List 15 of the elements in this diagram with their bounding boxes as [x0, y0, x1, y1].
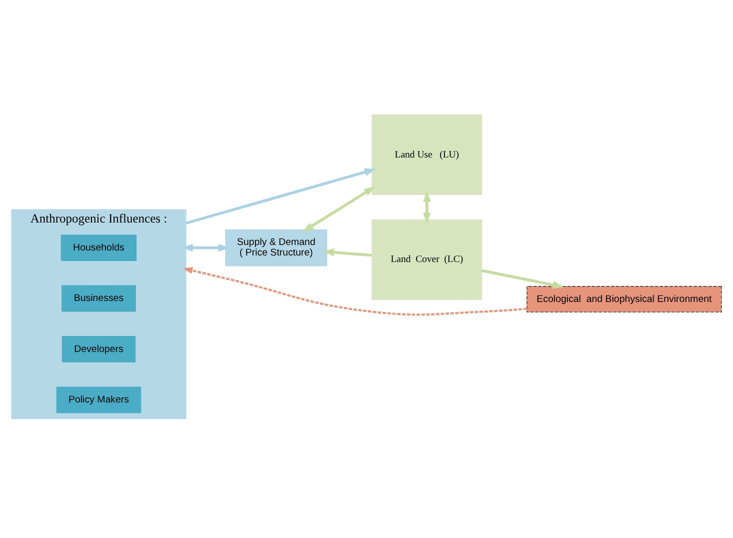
node-box: Businesses	[62, 284, 136, 312]
node-box: Policy Makers	[56, 386, 142, 413]
arrow	[186, 168, 376, 224]
node-box: Supply & Demand ( Price Structure)	[225, 228, 328, 266]
arrow	[182, 266, 527, 316]
arrow	[322, 248, 372, 256]
arrow	[182, 243, 230, 252]
node-box: Developers	[62, 336, 136, 362]
arrow	[302, 186, 376, 232]
node-box: Households	[60, 234, 137, 260]
node-box: Land Cover (LC)	[372, 218, 482, 300]
arrow	[423, 190, 431, 224]
node-box: Ecological and Biophysical Environment	[526, 286, 722, 312]
node-box: Land Use (LU)	[372, 114, 482, 194]
arrow	[482, 268, 564, 288]
